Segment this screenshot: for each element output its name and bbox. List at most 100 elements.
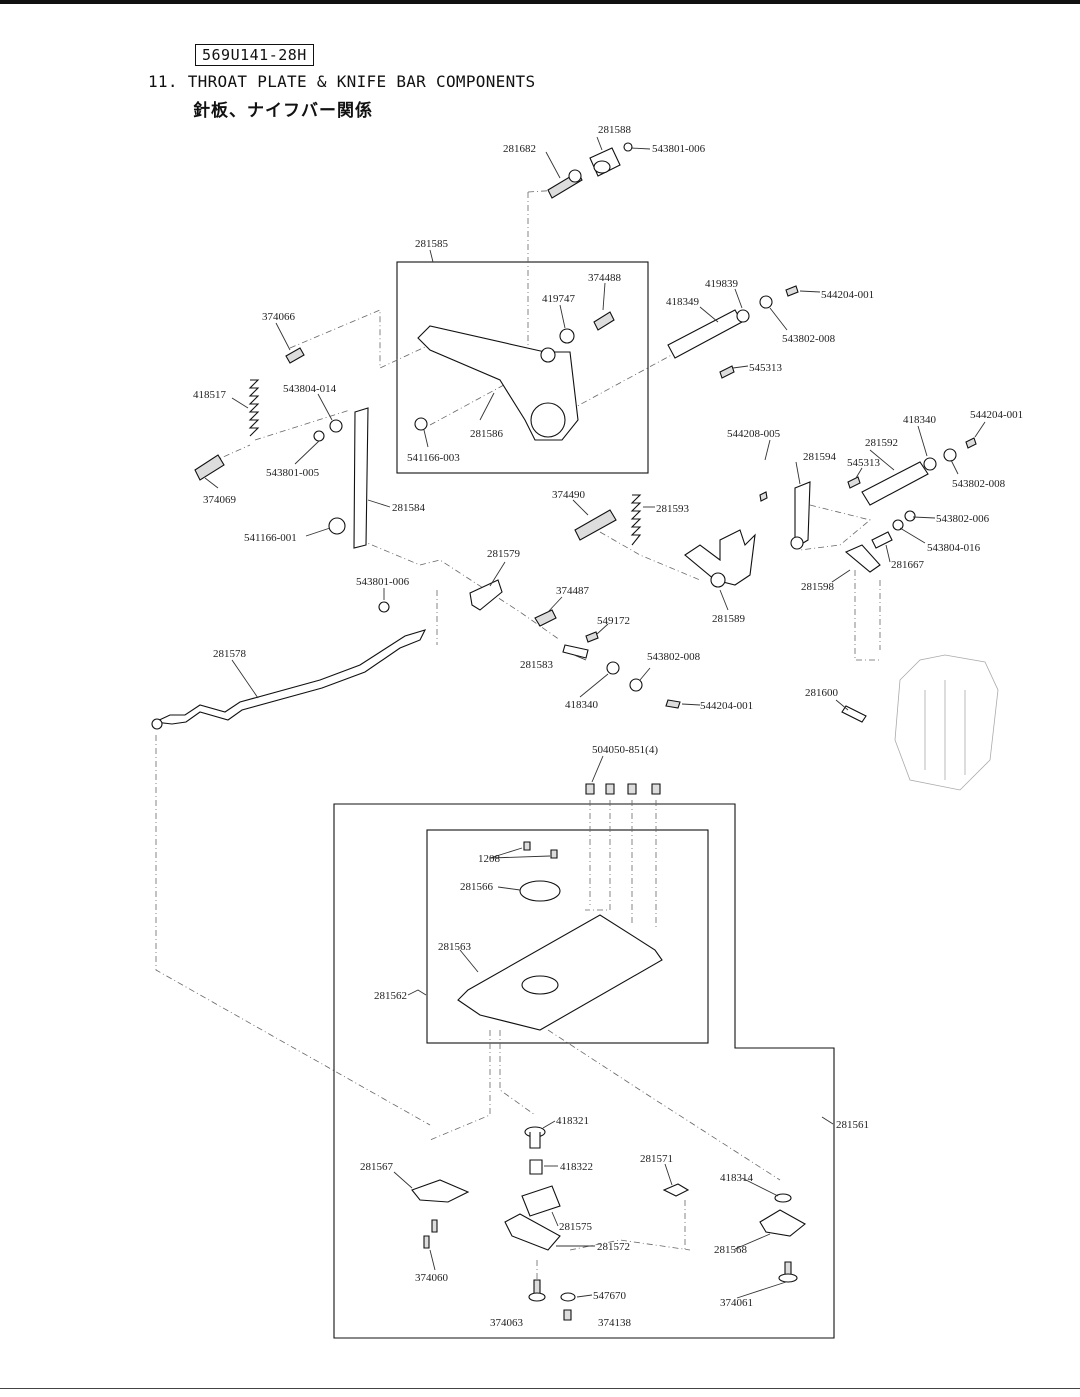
screws-1208 — [523, 841, 558, 859]
label-418314: 418314 — [720, 1172, 754, 1184]
setscrew-549172 — [585, 631, 599, 643]
bushing-281588 — [589, 147, 621, 177]
spring-pin-544208-005 — [759, 491, 768, 502]
crank-281589 — [684, 529, 756, 588]
pin-374490 — [574, 509, 617, 541]
e-ring-543802-008b — [943, 448, 957, 462]
shaft-281592 — [861, 461, 929, 506]
label-281567: 281567 — [360, 1161, 394, 1173]
rod-281578 — [151, 629, 427, 730]
label-281575: 281575 — [559, 1221, 593, 1233]
label-281562: 281562 — [374, 990, 407, 1002]
label-547670: 547670 — [593, 1290, 627, 1302]
label-541166-003: 541166-003 — [407, 452, 460, 464]
label-374487: 374487 — [556, 585, 590, 597]
leader-lines — [204, 136, 986, 1299]
label-541166-001: 541166-001 — [244, 532, 297, 544]
label-281578: 281578 — [213, 648, 247, 660]
label-281594: 281594 — [803, 451, 837, 463]
label-374488: 374488 — [588, 272, 622, 284]
e-ring-543801-005 — [313, 430, 325, 442]
label-418340a: 418340 — [903, 414, 937, 426]
label-281563: 281563 — [438, 941, 472, 953]
pin-281583 — [562, 644, 589, 659]
label-545313b: 545313 — [847, 457, 881, 469]
e-ring-543804-014 — [329, 419, 343, 433]
e-ring-543801-006b — [378, 601, 390, 613]
spring-281593 — [630, 494, 642, 546]
bracket-281567 — [411, 1179, 470, 1203]
label-418340b: 418340 — [565, 699, 599, 711]
stud-281682 — [547, 169, 583, 199]
throat-plate-inner-frame — [426, 829, 709, 1044]
collar-418322 — [529, 1159, 543, 1175]
knife-bar-281572 — [504, 1213, 561, 1251]
label-281682: 281682 — [503, 143, 536, 155]
label-374061: 374061 — [720, 1297, 753, 1309]
label-281589: 281589 — [712, 613, 746, 625]
bottom-border — [0, 1388, 1080, 1389]
washer-418340a — [923, 457, 937, 471]
label-544204-001c: 544204-001 — [700, 700, 753, 712]
shaft-418349 — [667, 309, 743, 359]
washer-547670 — [560, 1292, 576, 1302]
label-281586: 281586 — [470, 428, 504, 440]
label-419747: 419747 — [542, 293, 576, 305]
screw-374488 — [593, 311, 615, 331]
label-418322: 418322 — [560, 1161, 593, 1173]
label-374138: 374138 — [598, 1317, 632, 1329]
label-281592: 281592 — [865, 437, 898, 449]
screws-374060 — [423, 1219, 438, 1249]
washer-419839 — [736, 309, 750, 323]
screw-374138 — [563, 1309, 572, 1321]
label-419839: 419839 — [705, 278, 739, 290]
label-374490: 374490 — [552, 489, 586, 501]
link-281584 — [353, 407, 369, 549]
label-418349: 418349 — [666, 296, 700, 308]
collar-419747 — [559, 328, 575, 344]
stud-374069 — [194, 454, 225, 481]
label-374060: 374060 — [415, 1272, 449, 1284]
label-543802-006: 543802-006 — [936, 513, 990, 525]
top-border — [0, 0, 1080, 4]
label-544204-001b: 544204-001 — [970, 409, 1023, 421]
label-281579: 281579 — [487, 548, 521, 560]
label-543801-006b: 543801-006 — [356, 576, 410, 588]
label-281583: 281583 — [520, 659, 554, 671]
setscrew-544204-001b — [965, 437, 977, 449]
label-281568: 281568 — [714, 1244, 748, 1256]
label-549172: 549172 — [597, 615, 630, 627]
label-544204-001a: 544204-001 — [821, 289, 874, 301]
knife-lever-assembly-frame — [396, 261, 649, 474]
label-374066: 374066 — [262, 311, 296, 323]
link-281598 — [844, 544, 881, 573]
screws-504050-851 — [585, 783, 661, 795]
setscrew-545313b — [847, 476, 861, 489]
label-1208: 1208 — [478, 853, 501, 865]
label-504050-851: 504050-851(4) — [592, 744, 658, 756]
setscrew-544204-001a — [785, 285, 799, 297]
label-281561: 281561 — [836, 1119, 869, 1131]
e-ring-543801-006a — [623, 142, 633, 152]
label-543801-005: 543801-005 — [266, 467, 320, 479]
label-281598: 281598 — [801, 581, 835, 593]
stud-374063 — [528, 1279, 546, 1302]
model-code-box: 569U141-28H — [195, 44, 314, 66]
label-281585: 281585 — [415, 238, 449, 250]
label-281566: 281566 — [460, 881, 494, 893]
label-281571: 281571 — [640, 1153, 673, 1165]
label-543804-014: 543804-014 — [283, 383, 337, 395]
label-281588: 281588 — [598, 124, 632, 136]
label-543804-016: 543804-016 — [927, 542, 981, 554]
e-ring-543802-008a — [759, 295, 773, 309]
setscrew-544204-001c — [665, 699, 681, 709]
screw-374487 — [534, 609, 557, 627]
section-title: 11. THROAT PLATE & KNIFE BAR COMPONENTS — [148, 72, 536, 91]
pin-281667 — [871, 531, 893, 549]
nut-541166-001 — [328, 517, 346, 535]
spring-418517 — [248, 379, 260, 437]
label-374063: 374063 — [490, 1317, 524, 1329]
lever-281594 — [790, 481, 811, 550]
machine-outline-ghost — [894, 654, 999, 791]
